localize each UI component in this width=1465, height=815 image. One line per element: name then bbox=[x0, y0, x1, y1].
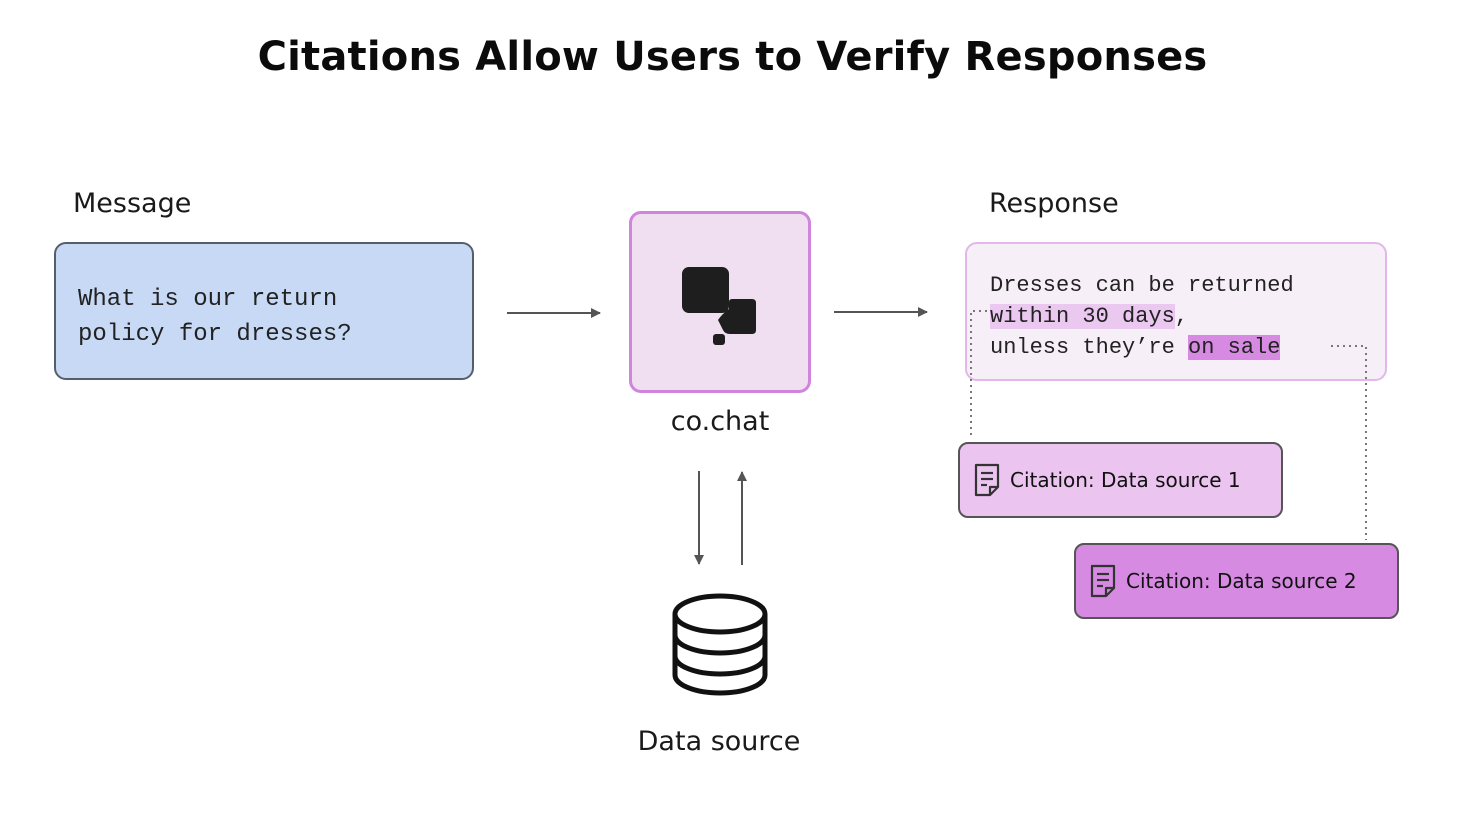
citation-card-1[interactable]: Citation: Data source 1 bbox=[958, 442, 1283, 518]
message-line-2: policy for dresses? bbox=[78, 321, 352, 348]
cochat-caption: co.chat bbox=[670, 406, 770, 437]
database-icon bbox=[672, 593, 768, 696]
response-line-3-text: unless they’re bbox=[990, 335, 1189, 360]
cochat-node bbox=[629, 211, 811, 393]
document-icon bbox=[1090, 564, 1116, 598]
response-box: Dresses can be returned within 30 days, … bbox=[965, 242, 1387, 381]
response-line-2: within 30 days, bbox=[990, 301, 1385, 332]
datasource-caption: Data source bbox=[637, 726, 801, 757]
citation-label-1: Citation: Data source 1 bbox=[1010, 468, 1241, 492]
message-line-1: What is our return bbox=[78, 286, 338, 313]
citation-highlight-2[interactable]: on sale bbox=[1188, 335, 1281, 360]
citation-card-2[interactable]: Citation: Data source 2 bbox=[1074, 543, 1399, 619]
response-line-2-rest: , bbox=[1174, 304, 1189, 329]
document-icon bbox=[974, 463, 1000, 497]
message-box: What is our return policy for dresses? bbox=[54, 242, 474, 380]
diagram-title: Citations Allow Users to Verify Response… bbox=[257, 34, 1208, 80]
response-line-3: unless they’re on sale bbox=[990, 332, 1385, 363]
response-line-1: Dresses can be returned bbox=[990, 273, 1294, 298]
message-label: Message bbox=[73, 188, 192, 219]
cohere-logo-icon bbox=[682, 267, 756, 345]
citation-label-2: Citation: Data source 2 bbox=[1126, 569, 1357, 593]
citation-highlight-1[interactable]: within 30 days bbox=[990, 304, 1175, 329]
response-label: Response bbox=[989, 188, 1119, 219]
